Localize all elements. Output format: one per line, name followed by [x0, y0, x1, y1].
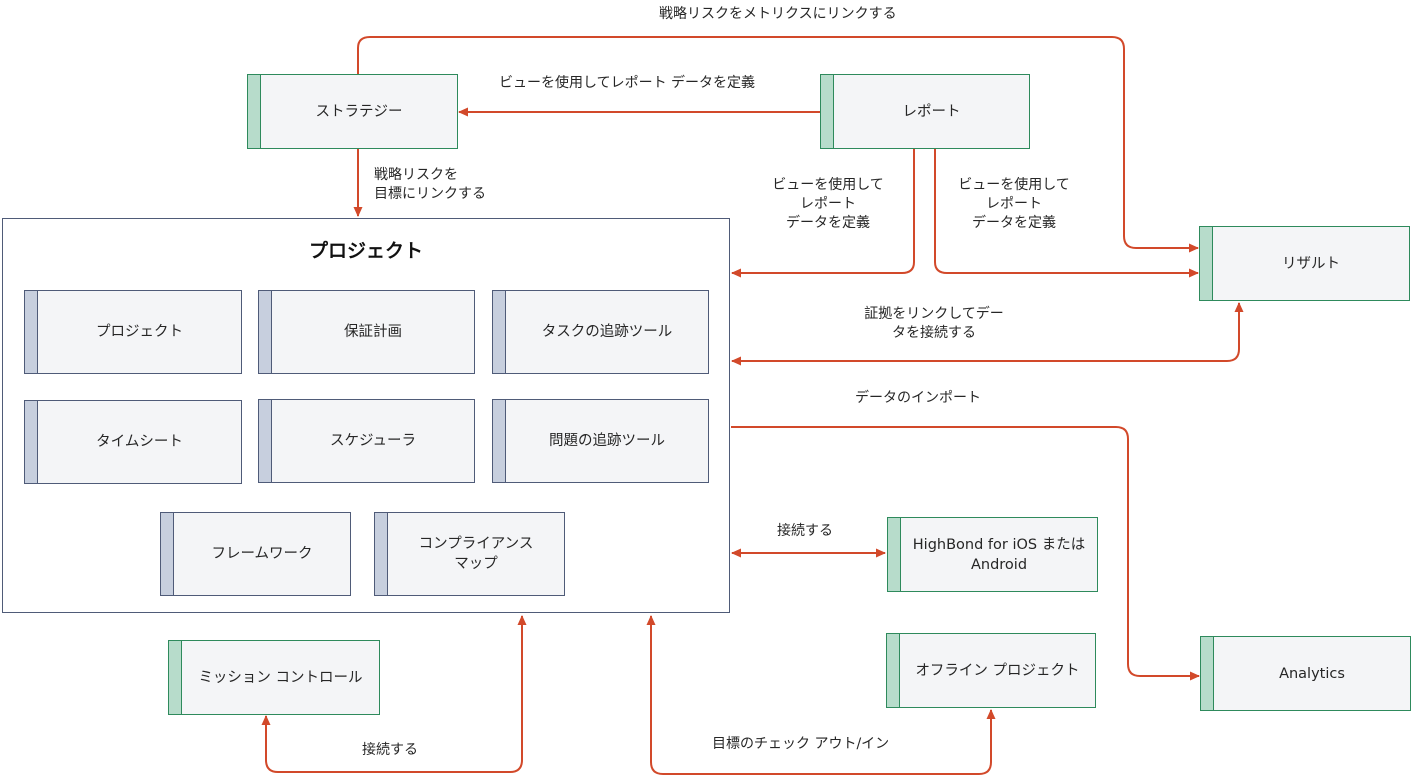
- report-node[interactable]: レポート: [820, 74, 1030, 149]
- item-label: タイムシート: [96, 434, 183, 450]
- offline-project-label: オフライン プロジェクト: [915, 662, 1080, 679]
- node-tab: [887, 634, 900, 707]
- item-tab: [161, 513, 174, 595]
- item-assurance-plan[interactable]: 保証計画: [258, 290, 475, 374]
- label-strategy-result: 戦略リスクをメトリクスにリンクする: [659, 6, 897, 22]
- item-scheduler[interactable]: スケジューラ: [258, 399, 475, 483]
- item-task-tracker[interactable]: タスクの追跡ツール: [492, 290, 709, 374]
- strategy-label: ストラテジー: [315, 103, 403, 120]
- node-tab: [888, 518, 901, 591]
- label-import: データのインポート: [855, 390, 981, 406]
- analytics-label: Analytics: [1279, 665, 1345, 682]
- offline-project-node[interactable]: オフライン プロジェクト: [886, 633, 1096, 708]
- item-tab: [259, 400, 272, 482]
- node-tab: [248, 75, 261, 148]
- item-label: コンプライアンス マップ: [418, 536, 534, 572]
- label-strategy-project: 戦略リスクを 目標にリンクする: [374, 167, 486, 202]
- item-tab: [25, 401, 38, 483]
- label-highbond-connect: 接続する: [777, 523, 833, 539]
- item-project[interactable]: プロジェクト: [24, 290, 242, 374]
- item-label: 問題の追跡ツール: [549, 433, 665, 449]
- report-label: レポート: [902, 103, 961, 120]
- item-issue-tracker[interactable]: 問題の追跡ツール: [492, 399, 709, 483]
- strategy-node[interactable]: ストラテジー: [247, 74, 458, 149]
- highbond-node[interactable]: HighBond for iOS または Android: [887, 517, 1098, 592]
- label-offline-checkout: 目標のチェック アウト/イン: [712, 736, 890, 752]
- node-tab: [169, 641, 182, 714]
- analytics-node[interactable]: Analytics: [1200, 636, 1411, 711]
- item-label: スケジューラ: [330, 433, 416, 449]
- label-report-result: ビューを使用して レポート データを定義: [958, 177, 1070, 231]
- item-tab: [259, 291, 272, 373]
- label-report-project: ビューを使用して レポート データを定義: [772, 177, 884, 231]
- item-tab: [25, 291, 38, 373]
- item-label: プロジェクト: [96, 324, 183, 340]
- label-report-strategy: ビューを使用してレポート データを定義: [499, 75, 756, 91]
- result-label: リザルト: [1282, 255, 1340, 272]
- item-framework[interactable]: フレームワーク: [160, 512, 351, 596]
- item-label: タスクの追跡ツール: [541, 324, 673, 340]
- node-tab: [821, 75, 834, 148]
- label-result-project: 証拠をリンクしてデー タを接続する: [864, 306, 1004, 341]
- node-tab: [1200, 227, 1213, 300]
- item-label: フレームワーク: [211, 546, 313, 562]
- item-tab: [493, 291, 506, 373]
- item-timesheet[interactable]: タイムシート: [24, 400, 242, 484]
- container-title: プロジェクト: [308, 240, 423, 262]
- item-compliance-map[interactable]: コンプライアンス マップ: [374, 512, 565, 596]
- result-node[interactable]: リザルト: [1199, 226, 1410, 301]
- item-tab: [375, 513, 388, 595]
- mission-control-node[interactable]: ミッション コントロール: [168, 640, 380, 715]
- item-label: 保証計画: [344, 324, 402, 340]
- node-tab: [1201, 637, 1214, 710]
- label-mission-connect: 接続する: [362, 742, 418, 758]
- item-tab: [493, 400, 506, 482]
- highbond-label: HighBond for iOS または Android: [912, 536, 1086, 573]
- mission-control-label: ミッション コントロール: [198, 669, 363, 686]
